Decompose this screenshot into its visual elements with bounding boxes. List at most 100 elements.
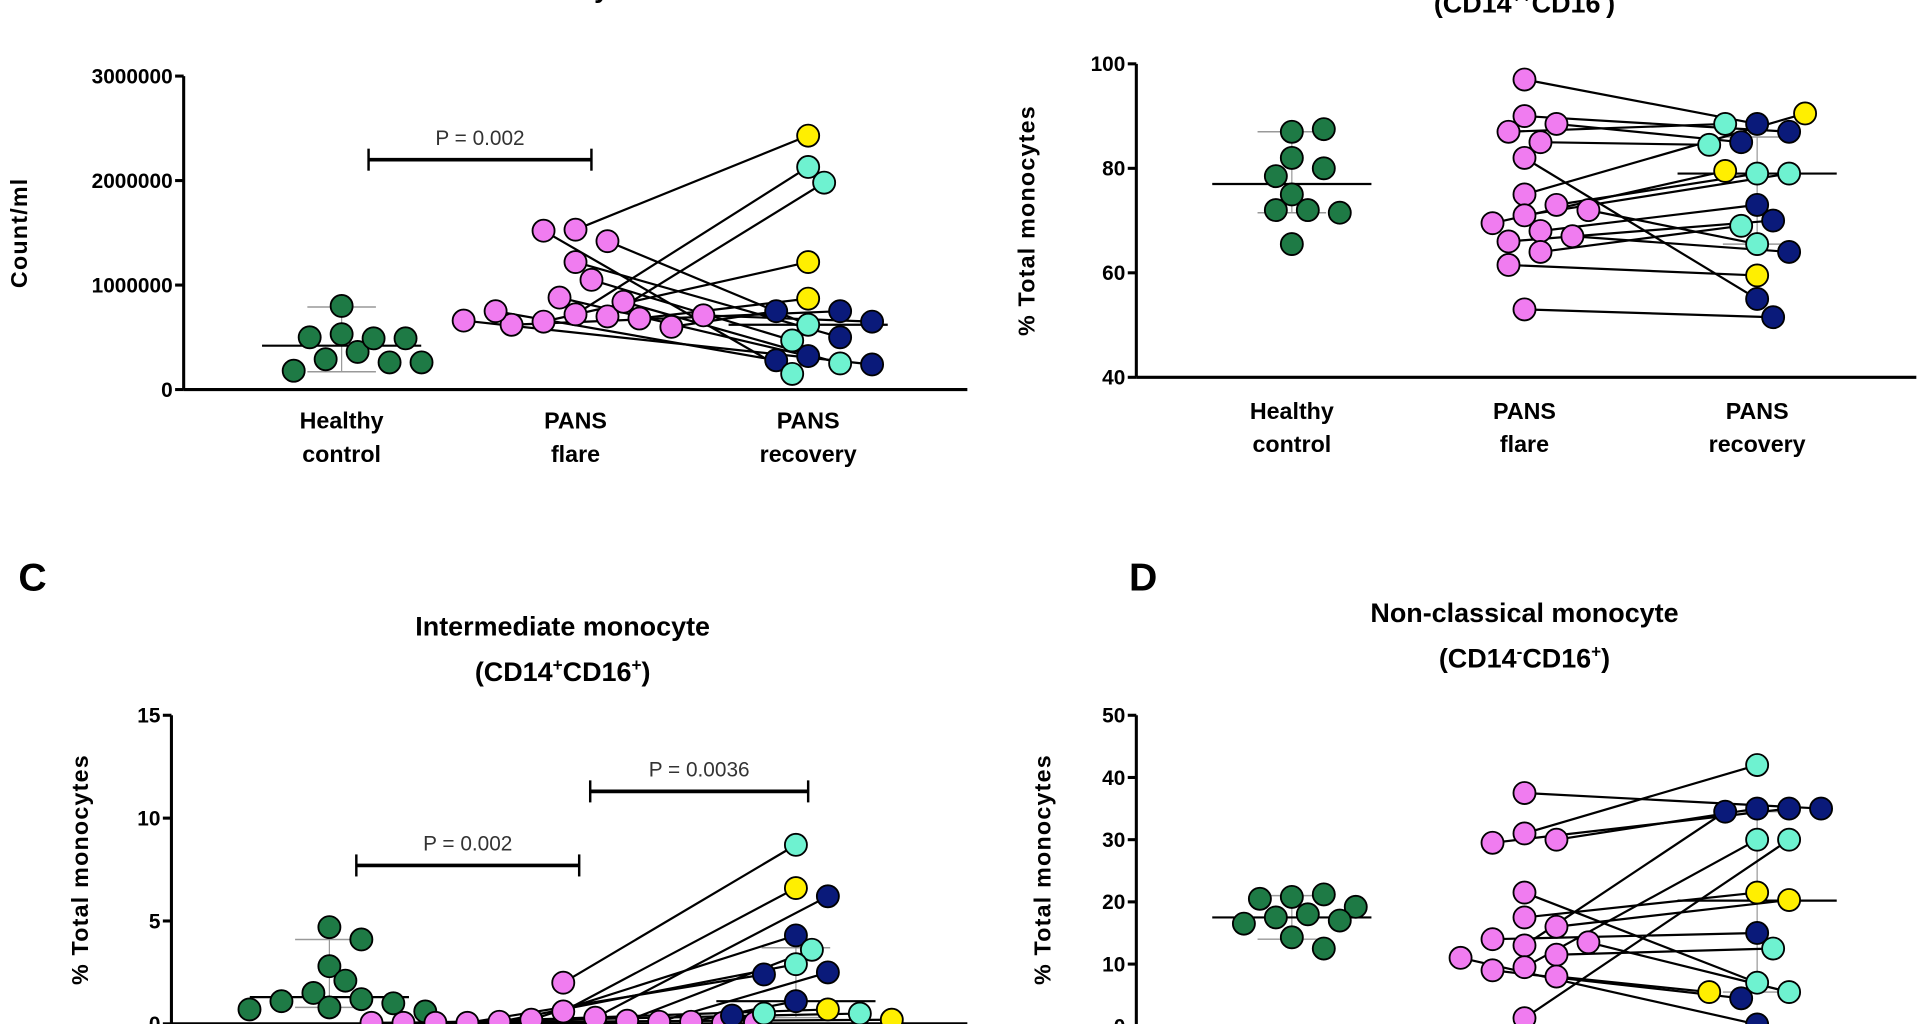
recovery-point [783,876,808,901]
title-text: Total monocyte count [436,0,714,4]
flare-point [1512,880,1537,905]
recovery-point [828,325,853,350]
healthy-point [1247,886,1272,911]
pair-line [562,887,797,1013]
flare-point [531,218,556,243]
recovery-point [828,351,853,376]
y-tick-label: 5 [149,910,161,933]
recovery-point [720,1003,744,1024]
y-tick-label: 10 [137,807,160,830]
title-text: (CD14 [475,657,553,687]
pair-line [594,895,829,1019]
healthy-point [1263,905,1288,930]
healthy-point [1327,200,1352,225]
x-tick-label: PANS [777,408,840,434]
title-text: (CD14 [1434,0,1512,18]
flare-point [583,1005,608,1024]
recovery-point [1745,827,1770,852]
healthy-point [329,294,354,318]
flare-point [1512,1006,1537,1024]
panel-label: D [1129,556,1157,599]
pair-line [575,134,809,231]
y-tick-label: 40 [1102,767,1125,790]
healthy-point [1295,902,1320,927]
recovery-point [764,299,789,324]
flare-point [1544,914,1569,939]
flare-point [647,1009,672,1024]
healthy-point [269,989,294,1014]
recovery-point [1697,980,1722,1005]
healthy-point [1279,182,1304,207]
y-tick-label: 0 [161,379,173,402]
flare-point [1480,830,1505,855]
recovery-point [1745,880,1770,905]
recovery-point [1729,986,1754,1011]
title-text: CD16 [1522,644,1591,674]
pair-line [1540,141,1710,146]
flare-point [1512,905,1537,930]
title-text: Non-classical monocyte [1370,598,1678,628]
healthy-point [317,915,342,940]
pair-line [626,948,813,1022]
flare-point [691,303,716,328]
pair-line [606,181,825,318]
flare-point [595,229,620,254]
flare-point [1512,67,1537,92]
recovery-point [1729,130,1754,155]
pair-line [1524,891,1758,984]
healthy-point [313,347,338,372]
recovery-point [780,328,805,353]
flare-point [1512,104,1537,129]
title-text: ) [1601,644,1610,674]
healthy-point [349,927,374,952]
healthy-point [345,339,370,364]
chart-title: (CD14-CD16+) [1439,642,1610,674]
x-tick-label: control [1252,431,1331,457]
recovery-point [1713,158,1738,183]
pair-line [543,229,793,375]
recovery-point [796,250,821,275]
flare-point [1544,192,1569,217]
y-tick-label: 0 [149,1013,161,1024]
flare-point [1496,253,1521,277]
flare-point [1528,239,1553,264]
recovery-point [752,962,776,987]
title-text: Intermediate monocyte [415,612,710,642]
recovery-point [1745,970,1770,995]
flare-point [1528,130,1553,155]
y-tick-label: 80 [1102,158,1125,181]
flare-point [359,1010,384,1024]
flare-point [615,1008,640,1024]
chart-title: (CD14++CD16-) [1434,0,1615,18]
recovery-point [1697,132,1722,157]
recovery-point [1745,286,1770,311]
recovery-point [847,1001,872,1024]
recovery-point [796,344,821,369]
chart-title: Non-classical monocyte [1370,598,1678,628]
flare-point [659,314,684,339]
healthy-point [1343,894,1368,919]
pair-line [543,260,809,323]
pair-line [1508,219,1774,243]
recovery-point [1713,799,1738,824]
x-tick-label: PANS [1493,398,1556,424]
panel-1: Total monocyte count01000000200000030000… [6,0,968,467]
y-tick-label: 10 [1102,953,1125,976]
flare-point [1512,182,1537,207]
healthy-point [1279,145,1304,170]
x-tick-label: recovery [760,441,857,467]
flare-point [483,299,508,324]
flare-point [519,1007,544,1024]
healthy-point [333,968,358,993]
pair-line [1524,172,1790,217]
flare-point [391,1010,416,1024]
title-text: ) [642,657,651,687]
healthy-point [1327,908,1352,933]
flare-point [1480,927,1505,952]
pair-line [1492,807,1790,844]
recovery-point [1761,936,1786,961]
recovery-point [1745,753,1770,777]
recovery-point [1809,796,1833,821]
